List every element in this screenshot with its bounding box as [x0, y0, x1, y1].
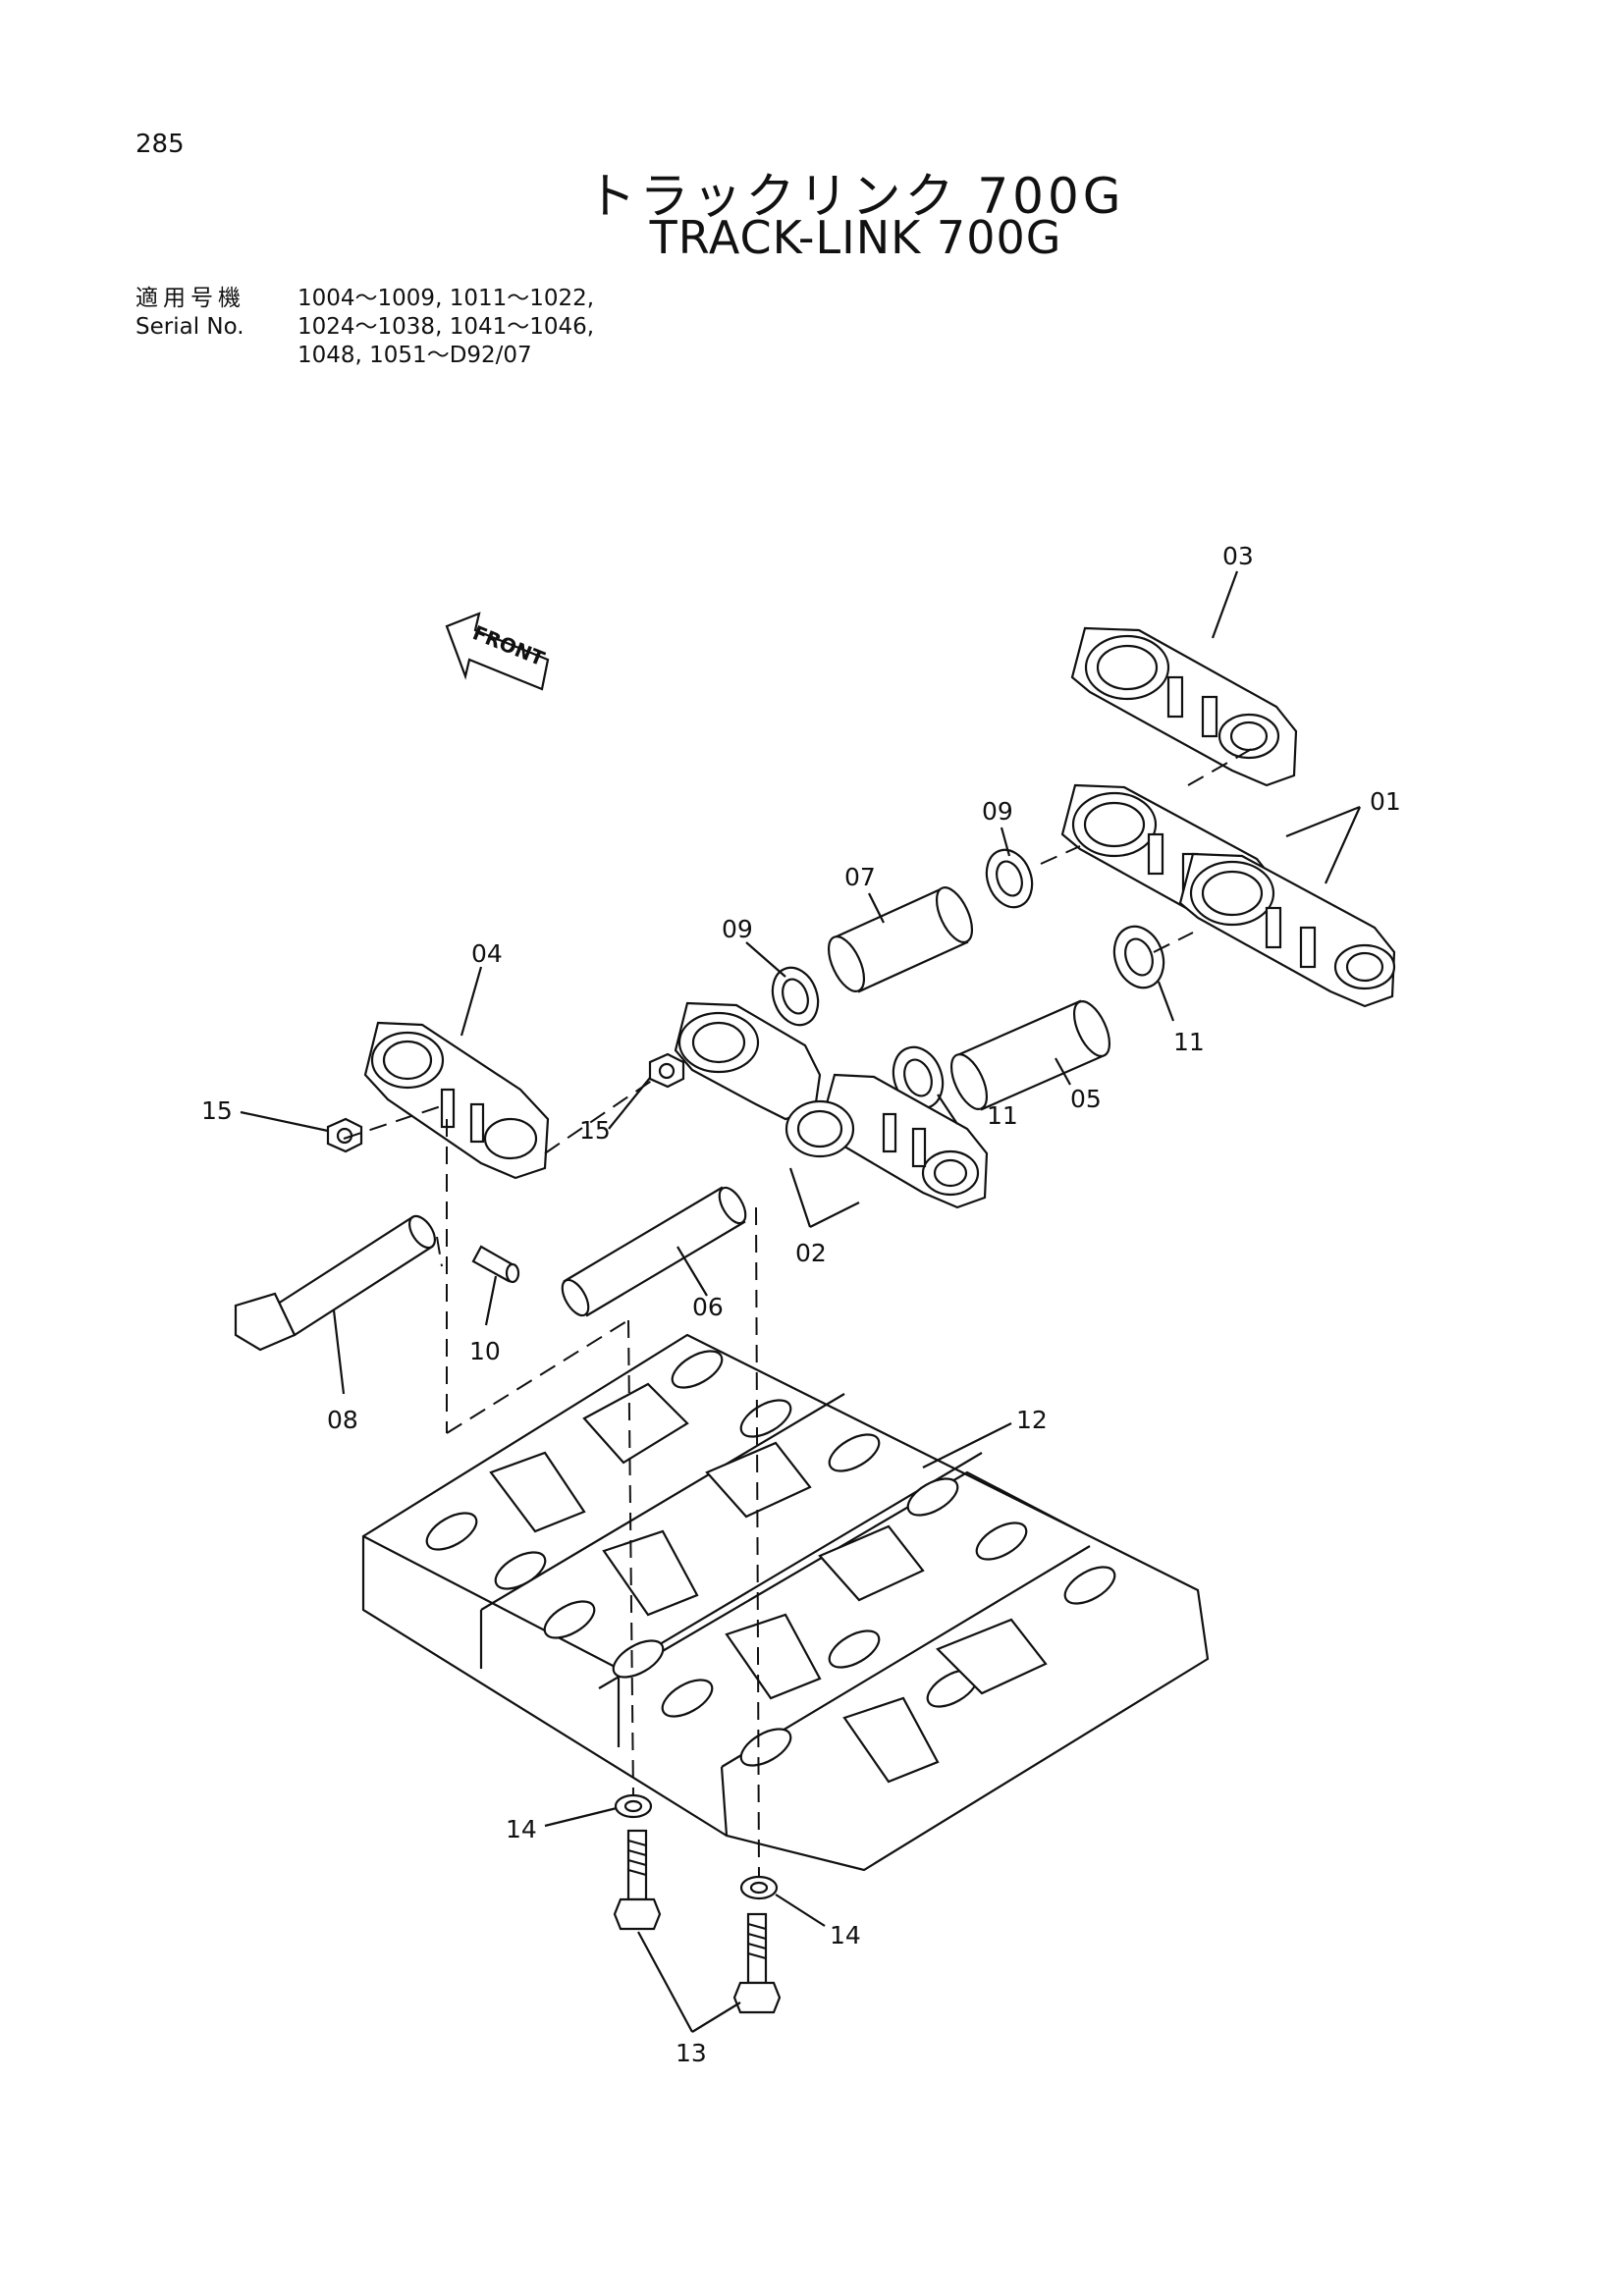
label-08: 08	[327, 1406, 358, 1434]
link-part-02	[674, 1001, 989, 1209]
label-02: 02	[795, 1239, 827, 1267]
label-10: 10	[469, 1337, 501, 1365]
label-04: 04	[471, 939, 503, 968]
link-part-04	[363, 1021, 550, 1180]
label-03: 03	[1222, 542, 1254, 570]
label-13: 13	[676, 2039, 707, 2067]
title-english: TRACK-LINK 700G	[649, 211, 1062, 264]
washer-part-14-right	[739, 1875, 779, 1900]
serial-line-2: 1024～1038, 1041～1046,	[298, 314, 595, 340]
serial-label-jp: 適用号機	[135, 286, 245, 311]
label-11-lower: 11	[987, 1101, 1018, 1130]
bolt-part-13-right	[732, 1912, 782, 2014]
serial-row-1: 適用号機 1004～1009, 1011～1022,	[135, 285, 594, 313]
label-11-upper: 11	[1173, 1028, 1205, 1056]
label-15-left: 15	[201, 1096, 233, 1125]
page-number: 285	[135, 130, 185, 159]
serial-line-1: 1004～1009, 1011～1022,	[298, 286, 595, 311]
link-part-03	[1070, 626, 1298, 787]
assembly-lines	[343, 745, 1258, 1878]
label-15-right: 15	[579, 1116, 611, 1145]
pin-part-06	[561, 1186, 747, 1317]
serial-label-en: Serial No.	[135, 314, 244, 340]
label-06: 06	[692, 1293, 724, 1321]
link-part-01	[1060, 783, 1396, 1008]
bolt-part-13-left	[613, 1829, 662, 1931]
spring-pin-part-10	[471, 1245, 520, 1284]
washer-part-14-left	[614, 1793, 653, 1819]
part-labels: 03 01 09 07 09 11 05 11 04 15 15 02 06 1…	[201, 542, 1401, 2067]
bushing-part-05	[949, 999, 1111, 1111]
label-14-right: 14	[830, 1921, 861, 1949]
label-14-left: 14	[506, 1815, 537, 1843]
title-japanese: トラックリンク 700G	[586, 168, 1125, 225]
serial-row-3: 1048, 1051～D92/07	[135, 342, 594, 370]
serial-row-2: Serial No. 1024～1038, 1041～1046,	[135, 313, 594, 342]
label-09-lower: 09	[722, 915, 753, 943]
label-01: 01	[1370, 787, 1401, 816]
shoe-plates-part-12	[361, 1333, 1210, 1872]
bushing-part-07	[827, 886, 974, 993]
label-07: 07	[844, 863, 876, 891]
label-12: 12	[1016, 1406, 1048, 1434]
serial-line-3: 1048, 1051～D92/07	[298, 343, 532, 368]
front-arrow: FRONT	[445, 612, 550, 691]
label-05: 05	[1070, 1085, 1102, 1113]
label-09-upper: 09	[982, 797, 1013, 826]
leader-lines	[240, 570, 1362, 2033]
seal-part-09-upper	[985, 848, 1034, 909]
seal-part-09-lower	[771, 966, 820, 1027]
serial-number-block: 適用号機 1004～1009, 1011～1022, Serial No. 10…	[135, 285, 594, 370]
nut-part-15-right	[648, 1052, 685, 1089]
pin-part-08	[234, 1214, 437, 1352]
front-arrow-shape	[445, 612, 550, 691]
seal-part-11-upper	[1112, 925, 1165, 989]
